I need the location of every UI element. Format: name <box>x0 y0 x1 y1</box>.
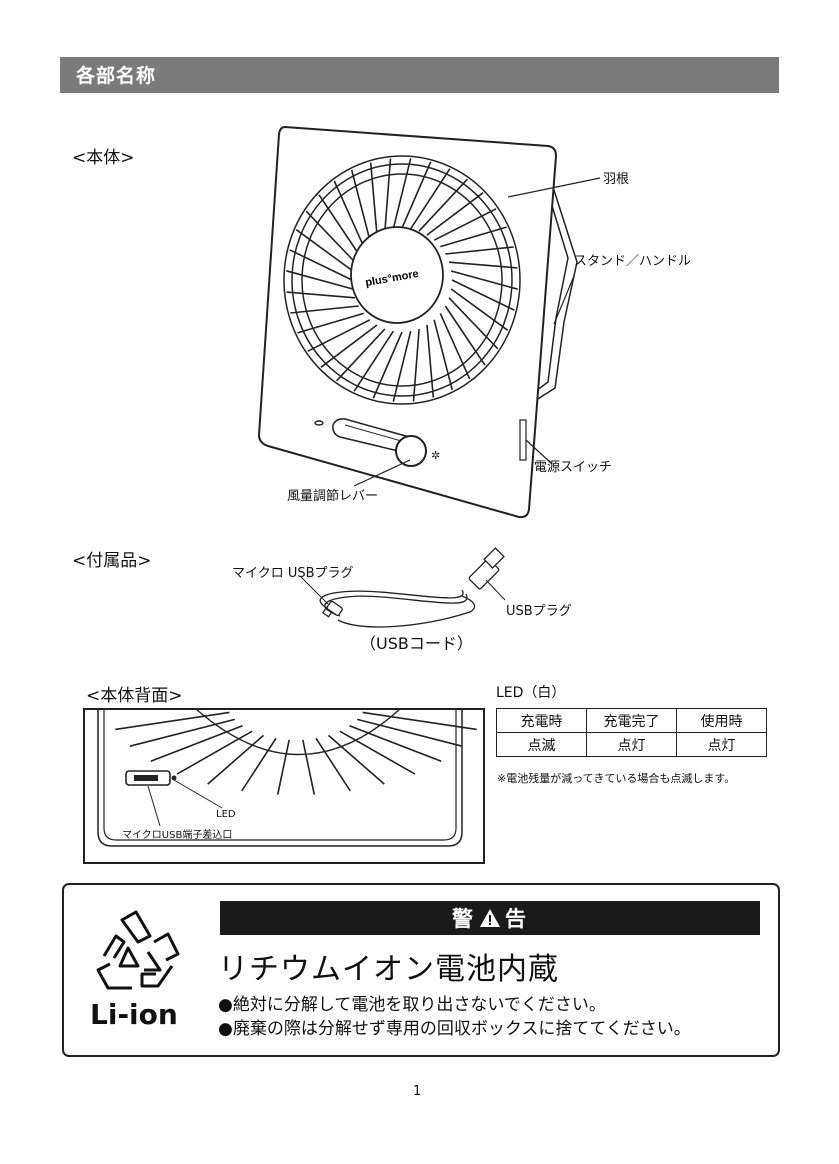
led-callout: LED <box>216 809 236 820</box>
table-cell: 点灯 <box>587 733 677 757</box>
warning-title-left: 警 <box>452 907 475 931</box>
table-cell: 点灯 <box>677 733 767 757</box>
li-ion-label: Li-ion <box>90 998 178 1031</box>
warning-line-2: ●廃棄の際は分解せず専用の回収ボックスに捨ててください。 <box>218 1014 691 1039</box>
table-header-cell: 充電完了 <box>587 709 677 733</box>
battery-title: リチウムイオン電池内蔵 <box>218 944 559 988</box>
led-table-title: LED（白） <box>496 682 565 702</box>
table-row: 充電時 充電完了 使用時 <box>497 709 767 733</box>
warning-triangle-icon <box>479 908 501 928</box>
table-header-cell: 充電時 <box>497 709 587 733</box>
warning-line-1: ●絶対に分解して電池を取り出さないでください。 <box>218 990 606 1015</box>
recycle-icon <box>92 908 184 996</box>
table-row: 点滅 点灯 点灯 <box>497 733 767 757</box>
usb-port-callout: マイクロUSB端子差込口 <box>122 826 232 841</box>
led-status-table: 充電時 充電完了 使用時 点滅 点灯 点灯 <box>496 708 767 757</box>
led-note: ※電池残量が減ってきている場合も点滅します。 <box>497 770 735 786</box>
table-cell: 点滅 <box>497 733 587 757</box>
page-number: 1 <box>413 1084 421 1099</box>
warning-title-right: 告 <box>505 907 528 931</box>
table-header-cell: 使用時 <box>677 709 767 733</box>
warning-title: 警告 <box>220 903 760 933</box>
